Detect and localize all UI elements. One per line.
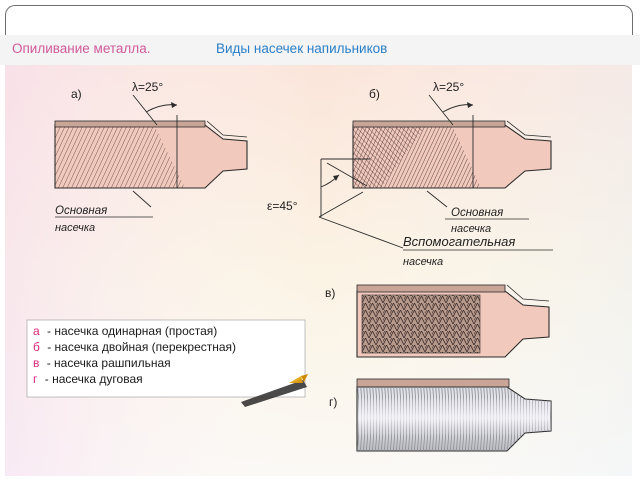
title-part1: Опиливание металла. <box>12 41 151 56</box>
file-b: б) λ=25° ε=45° Основная насечка Всп <box>267 80 553 268</box>
main-cut-b-line2: насечка <box>451 223 491 235</box>
legend-item-a: а - насечка одинарная (простая) <box>33 324 217 338</box>
main-cut-a-line2: насечка <box>55 222 95 234</box>
label-b: б) <box>369 87 380 101</box>
slide-frame <box>5 5 633 36</box>
file-a-hatch <box>55 127 185 188</box>
file-g-arcs <box>357 387 551 451</box>
label-a: а) <box>71 87 82 101</box>
legend-item-g: г - насечка дуговая <box>33 372 143 386</box>
pen-icon <box>241 374 308 407</box>
title-part2: Виды насечек напильников <box>216 41 388 56</box>
angle-b: λ=25° <box>433 80 464 94</box>
aux-cut-line1: Вспомогательная <box>403 234 515 249</box>
legend: а - насечка одинарная (простая) б - насе… <box>26 319 308 407</box>
aux-cut-line2: насечка <box>403 256 443 268</box>
legend-item-b: б - насечка двойная (перекрестная) <box>33 340 236 354</box>
main-cut-b-line1: Основная <box>451 207 503 219</box>
angle-a: λ=25° <box>132 80 163 94</box>
label-g: г) <box>329 395 337 409</box>
file-b-hatch-aux <box>353 127 425 188</box>
epsilon-angle: ε=45° <box>267 199 298 213</box>
label-v: в) <box>325 286 335 300</box>
legend-box <box>26 319 306 398</box>
main-cut-a-line1: Основная <box>55 205 107 217</box>
diagram-canvas: а) λ=25° Основная насечка б) <box>5 65 632 476</box>
title-bar: Опиливание металла. Виды насечек напильн… <box>0 35 640 65</box>
legend-item-v: в - насечка рашпильная <box>33 356 171 370</box>
file-a: а) λ=25° Основная насечка <box>54 80 248 234</box>
file-g: г) <box>329 378 552 452</box>
file-v-rasp <box>361 294 481 354</box>
file-v: в) <box>325 284 550 358</box>
